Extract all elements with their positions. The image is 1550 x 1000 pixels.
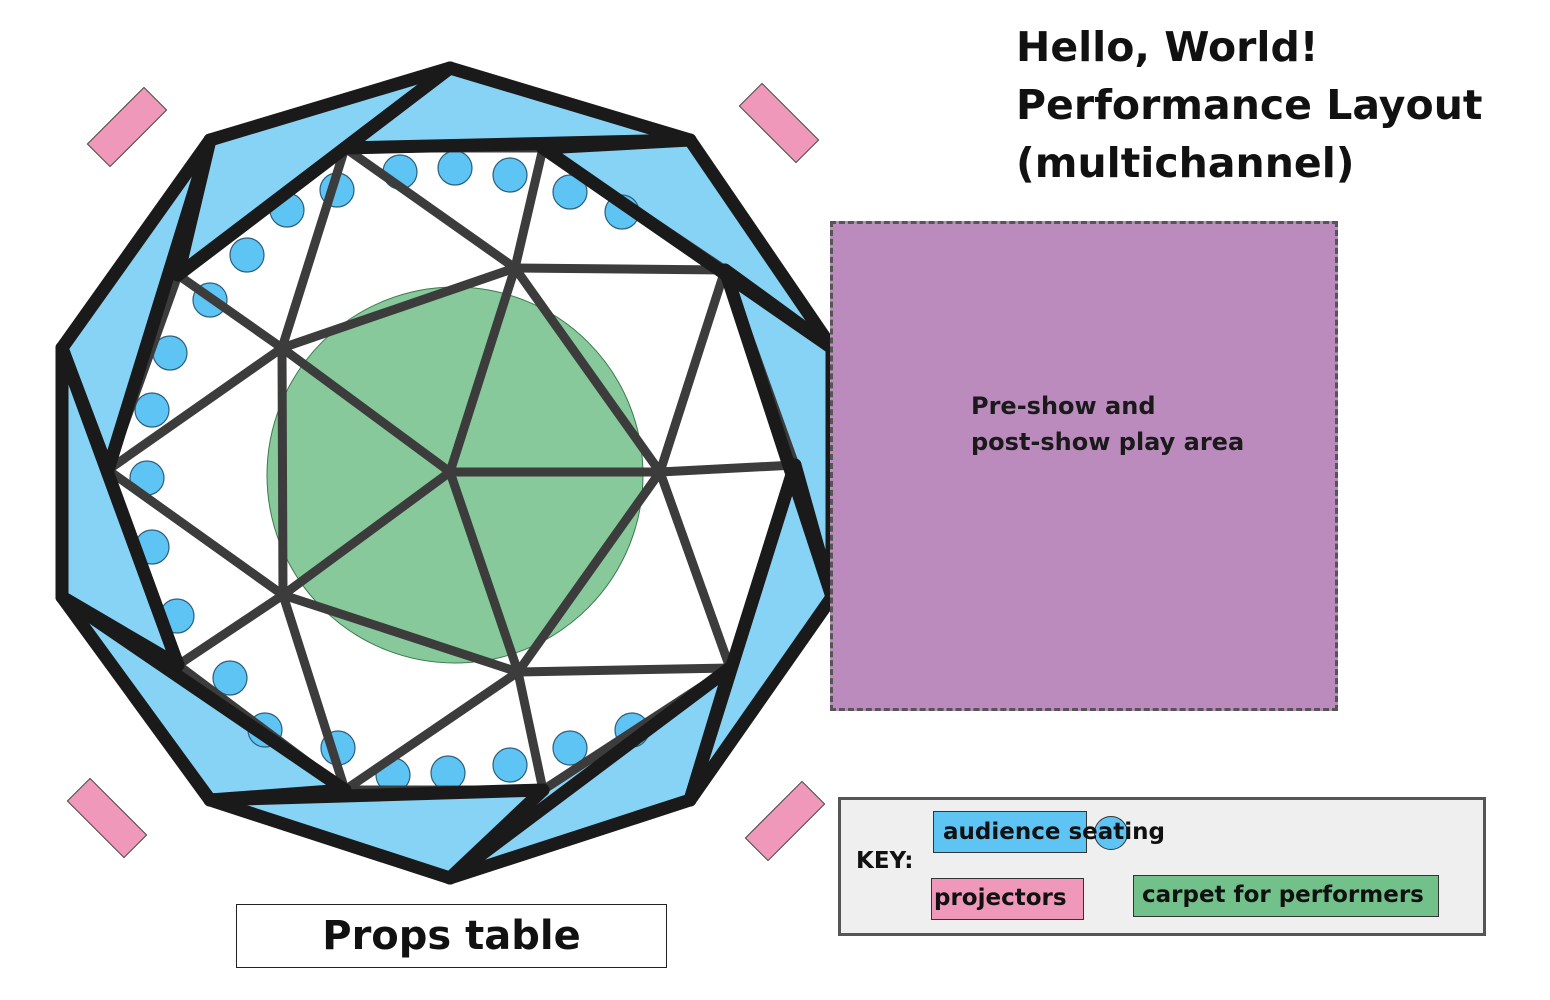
dome-outer-strut <box>171 61 457 282</box>
play-area-label-line-1: Pre-show and <box>971 392 1156 420</box>
title-line-2: Performance Layout <box>1016 81 1483 129</box>
props-table: Props table <box>236 904 667 968</box>
dome-outer-edge <box>55 590 217 807</box>
projector-bottom-right <box>744 780 826 862</box>
dome-inner-edge <box>510 263 665 477</box>
dome-hub-strut <box>445 263 520 477</box>
dome-outer-edge <box>55 133 217 355</box>
audience-seat <box>552 730 588 766</box>
audience-seat <box>437 150 473 186</box>
play-area-label-line-2: post-show play area <box>971 428 1245 456</box>
dome-inner-edge <box>513 467 665 677</box>
title-line-1: Hello, World! <box>1016 23 1319 71</box>
dome-outer-edge <box>443 793 697 885</box>
dome-outer-edge <box>443 61 697 147</box>
dome-outer-strut <box>443 783 550 885</box>
audience-seat <box>134 392 170 428</box>
legend-audience-label: audience seating <box>943 819 1165 845</box>
dome-inner-strut <box>278 590 350 795</box>
dome-inner-strut <box>655 467 735 673</box>
dome-inner-edge <box>278 590 523 677</box>
dome-outer-strut <box>203 783 352 807</box>
dome-outer-strut <box>55 590 185 672</box>
dome-outer-strut <box>536 133 697 155</box>
dome-hub-strut <box>445 467 523 677</box>
play-area: Pre-show and post-show play area <box>830 221 1338 711</box>
audience-seat <box>430 755 466 791</box>
dome-inner-strut <box>173 270 287 353</box>
dome-inner-strut <box>103 465 288 600</box>
dome-inner-strut <box>277 143 350 353</box>
dome-inner-edge <box>277 263 520 353</box>
play-area-label: Pre-show and post-show play area <box>971 388 1244 460</box>
dome-inner-strut <box>173 590 288 670</box>
title-line-3: (multichannel) <box>1016 139 1355 187</box>
audience-seat <box>229 237 265 273</box>
dome-inner-strut <box>513 667 548 795</box>
legend-title: KEY: <box>856 848 914 874</box>
legend-audience-swatch <box>933 811 1087 853</box>
legend-audience-seat-icon <box>1094 816 1128 850</box>
projector-top-left <box>86 86 168 168</box>
dome-outer-strut <box>683 661 737 807</box>
audience-seat <box>212 660 248 696</box>
dome-inner-strut <box>510 263 730 275</box>
dome-inner-strut <box>655 460 800 477</box>
audience-seat <box>492 157 528 193</box>
dome-outer-frame <box>55 61 839 885</box>
dome-outer-strut <box>788 458 839 604</box>
dome-outer-strut <box>443 661 737 885</box>
audience-seat <box>552 174 588 210</box>
audience-seat <box>492 747 528 783</box>
legend-projectors: projectors <box>931 878 1084 920</box>
projector-top-right <box>738 82 820 164</box>
dome-outer-strut <box>55 341 115 477</box>
dome-inner-strut <box>103 343 287 475</box>
dome-outer-edge <box>683 133 839 355</box>
dome-inner-strut <box>340 667 523 795</box>
dome-hub-strut <box>278 467 455 600</box>
dome-hub-strut <box>277 343 455 477</box>
dome-inner-strut <box>510 143 548 273</box>
dome-outer-strut <box>718 263 839 355</box>
projectors <box>66 82 826 862</box>
dome-outer-edge <box>203 793 457 885</box>
dome-inner-strut <box>655 265 730 477</box>
legend-carpet: carpet for performers <box>1133 875 1439 917</box>
dome-inner-edge <box>277 343 288 600</box>
legend: KEY: audience seating projectors carpet … <box>838 797 1486 936</box>
dome-inner-strut <box>513 663 735 677</box>
dome-outer-edge <box>683 590 839 807</box>
dome-outer-strut <box>171 133 217 282</box>
dome-outer-edge <box>203 61 457 147</box>
projector-bottom-left <box>66 777 148 859</box>
dome-inner-strut <box>340 143 520 273</box>
